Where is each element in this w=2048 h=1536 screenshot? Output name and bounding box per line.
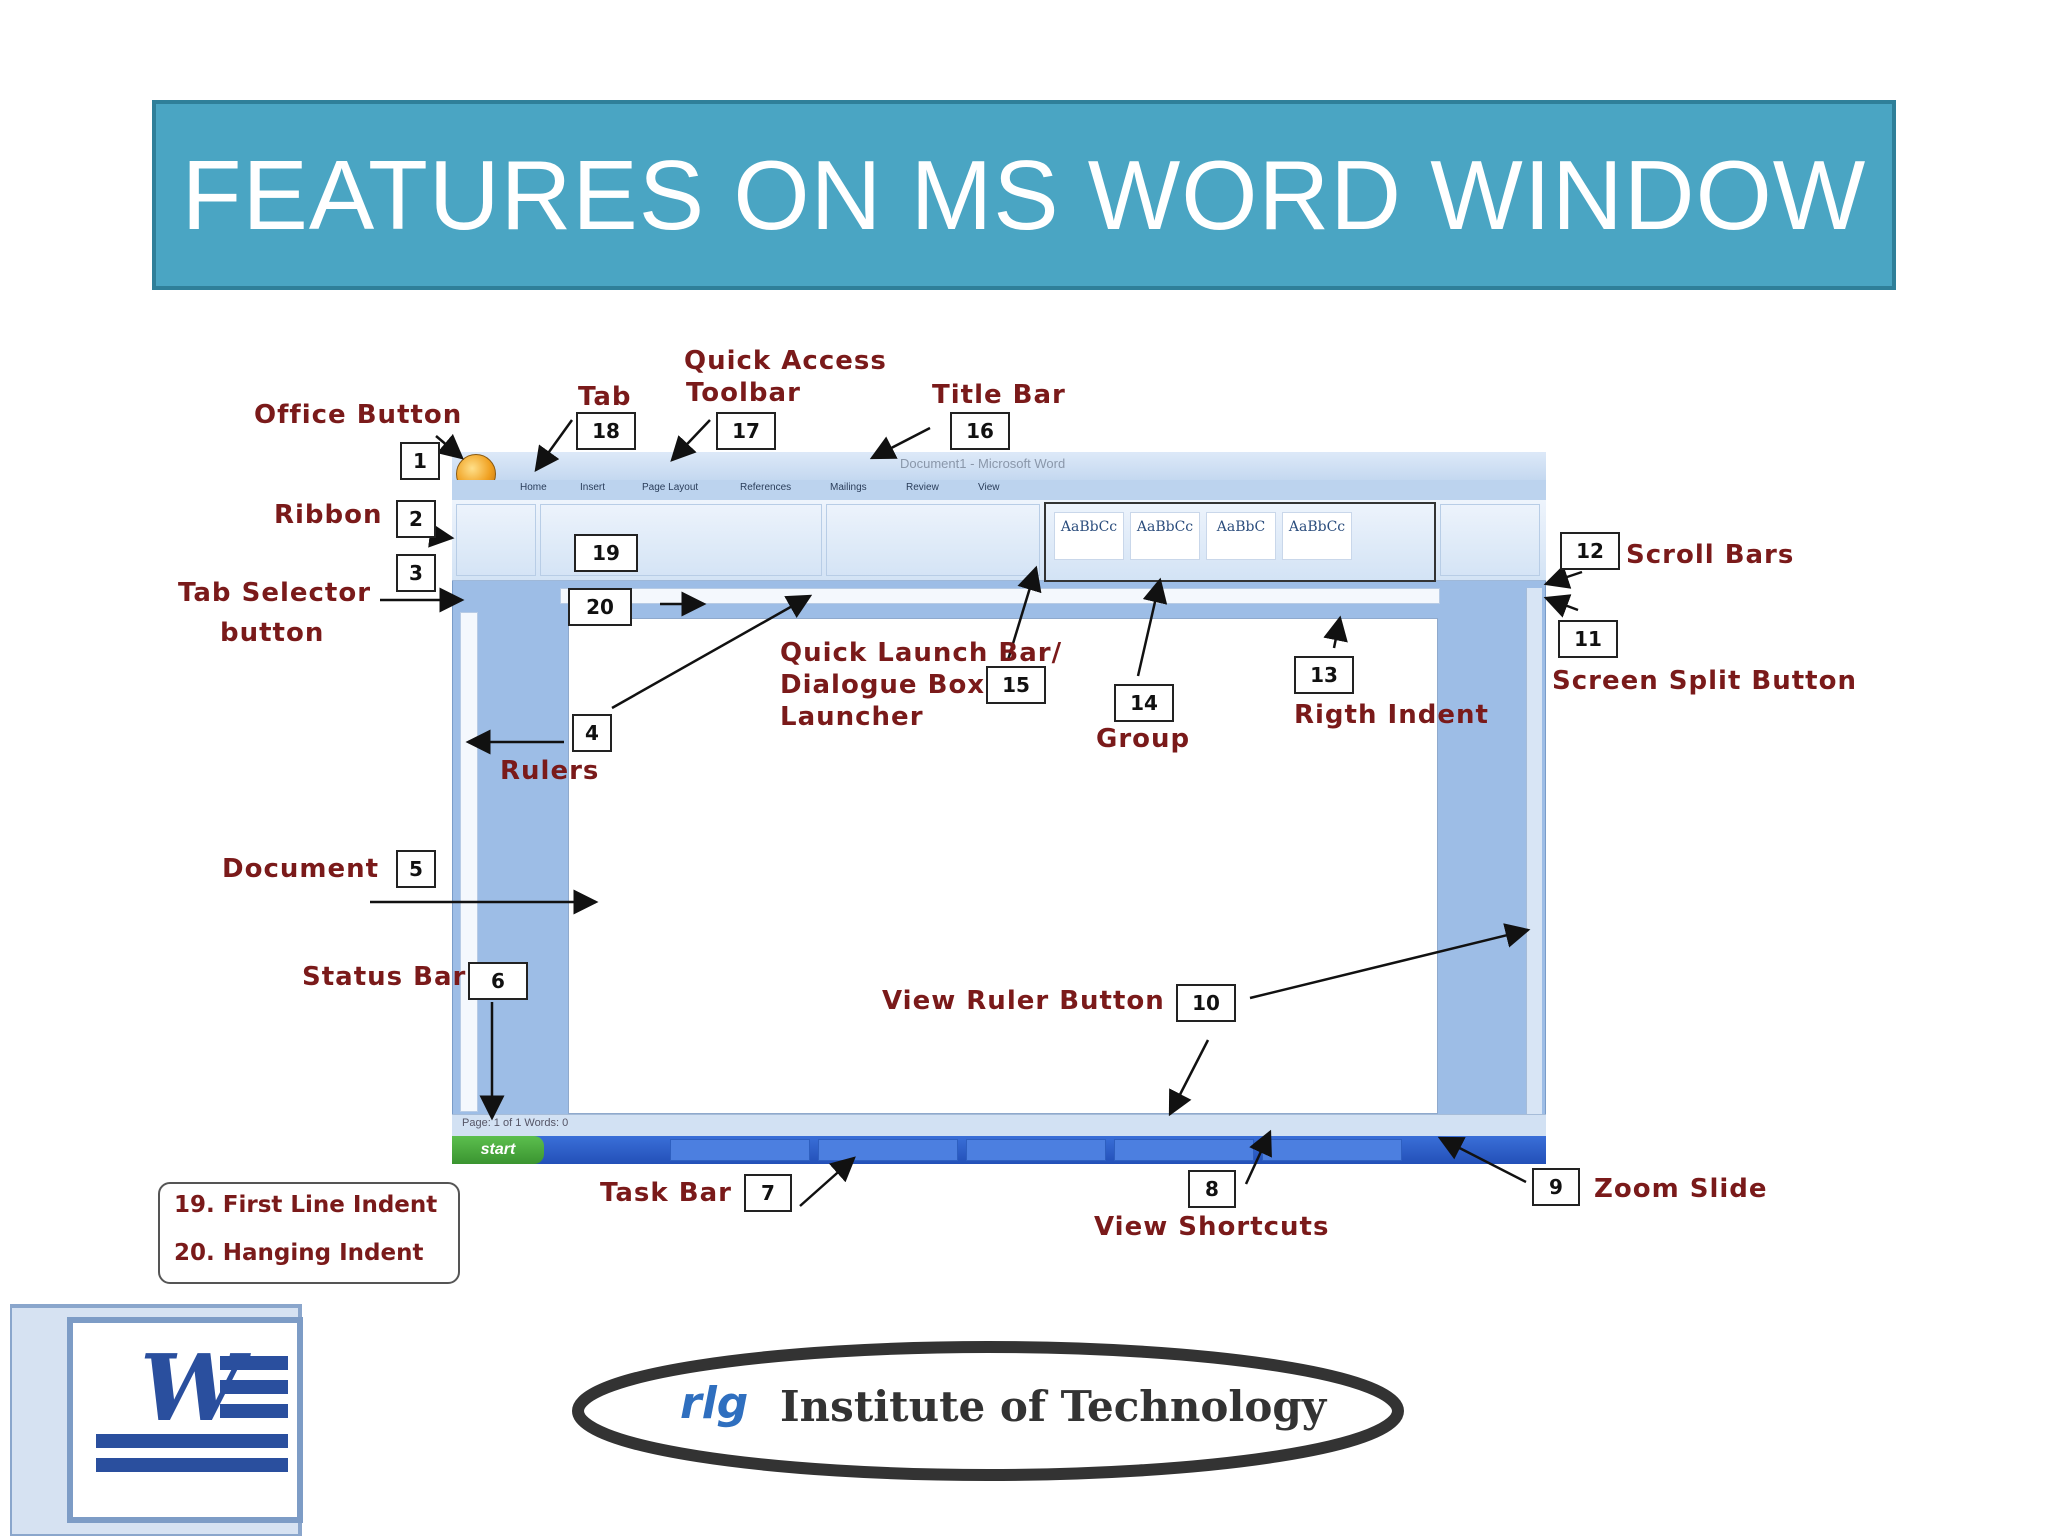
taskbar-item — [818, 1139, 958, 1161]
institute-name: Institute of Technology — [780, 1382, 1327, 1431]
ms-word-logo-icon: W — [10, 1304, 303, 1536]
ribbon-tab: View — [978, 482, 1000, 493]
label-status-bar: Status Bar — [302, 962, 467, 992]
ribbon-tab: Mailings — [830, 482, 867, 493]
institute-logo-ellipse — [572, 1341, 1404, 1481]
label-zoom-slide: Zoom Slide — [1594, 1174, 1768, 1204]
vertical-scroll-bar — [1526, 588, 1542, 1114]
word-title-bar — [452, 452, 1546, 480]
legend-hanging-indent: 20. Hanging Indent — [174, 1240, 424, 1266]
label-quick-launch-2: Dialogue Box — [780, 670, 986, 700]
label-quick-launch-1: Quick Launch Bar/ — [780, 638, 1063, 668]
label-scroll-bars: Scroll Bars — [1626, 540, 1795, 570]
taskbar-item — [966, 1139, 1106, 1161]
callout-number: 19 — [574, 534, 638, 572]
label-office-button: Office Button — [254, 400, 463, 430]
label-title-bar: Title Bar — [932, 380, 1066, 410]
ribbon-tab: References — [740, 482, 792, 493]
start-button: start — [452, 1136, 544, 1164]
status-text: Page: 1 of 1 Words: 0 — [462, 1117, 569, 1129]
label-tab: Tab — [578, 382, 632, 412]
callout-number: 15 — [986, 666, 1046, 704]
label-quick-launch-3: Launcher — [780, 702, 924, 732]
label-tab-selector-2: button — [220, 618, 325, 648]
word-ribbon-tabs — [452, 480, 1546, 502]
label-quick-access-1: Quick Access — [684, 346, 887, 376]
callout-number: 10 — [1176, 984, 1236, 1022]
vertical-ruler — [460, 612, 478, 1112]
label-screen-split: Screen Split Button — [1552, 666, 1857, 696]
indent-legend-box — [158, 1182, 460, 1284]
style-preview: AaBbCc — [1054, 512, 1124, 560]
label-right-indent: Rigth Indent — [1294, 700, 1489, 730]
callout-number: 3 — [396, 554, 436, 592]
label-group: Group — [1096, 724, 1191, 754]
taskbar-item — [670, 1139, 810, 1161]
editing-group — [1440, 504, 1540, 576]
label-view-shortcuts: View Shortcuts — [1094, 1212, 1330, 1242]
styles-group-highlight — [1044, 502, 1436, 582]
institute-brand: rlg — [680, 1378, 749, 1429]
callout-number: 7 — [744, 1174, 792, 1212]
ribbon-tab: Home — [520, 482, 547, 493]
callout-number: 2 — [396, 500, 436, 538]
horizontal-ruler — [560, 588, 1440, 604]
label-ribbon: Ribbon — [274, 500, 383, 530]
callout-number: 5 — [396, 850, 436, 888]
callout-number: 9 — [1532, 1168, 1580, 1206]
style-preview: AaBbC — [1206, 512, 1276, 560]
callout-number: 16 — [950, 412, 1010, 450]
label-task-bar: Task Bar — [600, 1178, 732, 1208]
taskbar-item — [1262, 1139, 1402, 1161]
slide-title: FEATURES ON MS WORD WINDOW — [181, 139, 1867, 250]
callout-number: 8 — [1188, 1170, 1236, 1208]
callout-number: 13 — [1294, 656, 1354, 694]
title-banner: FEATURES ON MS WORD WINDOW — [152, 100, 1896, 290]
callout-number: 1 — [400, 442, 440, 480]
paragraph-group — [826, 504, 1040, 576]
callout-number: 17 — [716, 412, 776, 450]
callout-number: 11 — [1558, 620, 1618, 658]
style-preview: AaBbCc — [1282, 512, 1352, 560]
callout-number: 6 — [468, 962, 528, 1000]
label-rulers: Rulers — [500, 756, 600, 786]
ribbon-tab: Page Layout — [642, 482, 699, 493]
callout-number: 14 — [1114, 684, 1174, 722]
callout-number: 4 — [572, 714, 612, 752]
legend-first-line-indent: 19. First Line Indent — [174, 1192, 438, 1218]
style-preview: AaBbCc — [1130, 512, 1200, 560]
label-document: Document — [222, 854, 380, 884]
callout-number: 20 — [568, 588, 632, 626]
word-window-title: Document1 - Microsoft Word — [900, 456, 1066, 471]
callout-number: 18 — [576, 412, 636, 450]
clipboard-group — [456, 504, 536, 576]
label-quick-access-2: Toolbar — [686, 378, 801, 408]
ribbon-tab: Review — [906, 482, 939, 493]
label-view-ruler: View Ruler Button — [882, 986, 1165, 1016]
word-status-bar — [452, 1114, 1546, 1136]
label-tab-selector-1: Tab Selector — [178, 578, 372, 608]
ribbon-tab: Insert — [580, 482, 606, 493]
taskbar-item — [1114, 1139, 1254, 1161]
font-group — [540, 504, 822, 576]
callout-number: 12 — [1560, 532, 1620, 570]
